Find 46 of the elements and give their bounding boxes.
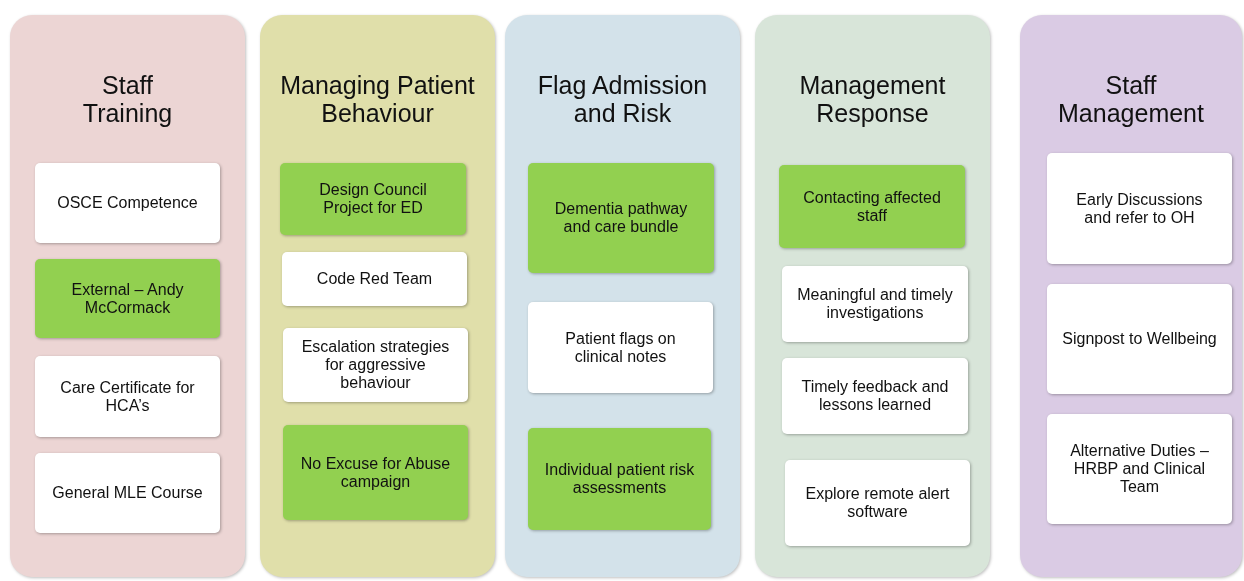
- box-text: No Excuse for Abuse campaign: [299, 454, 452, 491]
- action-box: [528, 163, 714, 273]
- box-text: Early Discussions and refer to OH: [1075, 190, 1204, 227]
- box-text: Dementia pathway and care bundle: [553, 200, 689, 236]
- action-box: [1047, 153, 1232, 264]
- action-box: [785, 460, 970, 546]
- box-text: Design Council Project for ED: [318, 181, 428, 217]
- box-text: Explore remote alert software: [804, 485, 951, 521]
- action-box: [782, 358, 968, 434]
- action-box: [528, 302, 713, 393]
- action-box: [35, 163, 220, 243]
- box-text: Patient flags on clinical notes: [564, 329, 677, 366]
- box-text: Signpost to Wellbeing: [1061, 330, 1218, 348]
- category-column: [10, 15, 245, 577]
- action-box: [1047, 414, 1232, 524]
- action-box: [1047, 284, 1232, 394]
- action-box: [782, 266, 968, 342]
- box-text: General MLE Course: [51, 484, 204, 502]
- action-box: [280, 163, 466, 235]
- column-heading: Staff Training: [81, 71, 174, 127]
- action-box: [35, 356, 220, 437]
- box-text: Escalation strategies for aggressive behaviour: [300, 338, 451, 392]
- action-box: [283, 328, 468, 402]
- category-column: [505, 15, 740, 577]
- category-column: [1020, 15, 1242, 577]
- box-text: Care Certificate for HCA’s: [59, 378, 196, 415]
- column-heading: Managing Patient Behaviour: [279, 71, 476, 127]
- box-text: Timely feedback and lessons learned: [800, 378, 950, 414]
- box-text: OSCE Competence: [56, 194, 199, 212]
- box-text: Contacting affected staff: [802, 188, 942, 225]
- action-box: [35, 453, 220, 533]
- box-text: External – Andy McCormack: [70, 280, 185, 317]
- category-column: [260, 15, 495, 577]
- action-box: [35, 259, 220, 338]
- action-box: [283, 425, 468, 520]
- box-text: Meaningful and timely investigations: [796, 286, 954, 322]
- box-text: Code Red Team: [315, 270, 434, 288]
- box-text: Alternative Duties – HRBP and Clinical Team: [1069, 442, 1210, 496]
- action-box: [528, 428, 711, 530]
- column-heading: Management Response: [798, 71, 947, 127]
- category-column: [755, 15, 990, 577]
- action-box: [779, 165, 965, 248]
- column-heading: Staff Management: [1057, 71, 1205, 127]
- box-text: Individual patient risk assessments: [543, 461, 696, 497]
- column-heading: Flag Admission and Risk: [536, 71, 709, 127]
- action-box: [282, 252, 467, 306]
